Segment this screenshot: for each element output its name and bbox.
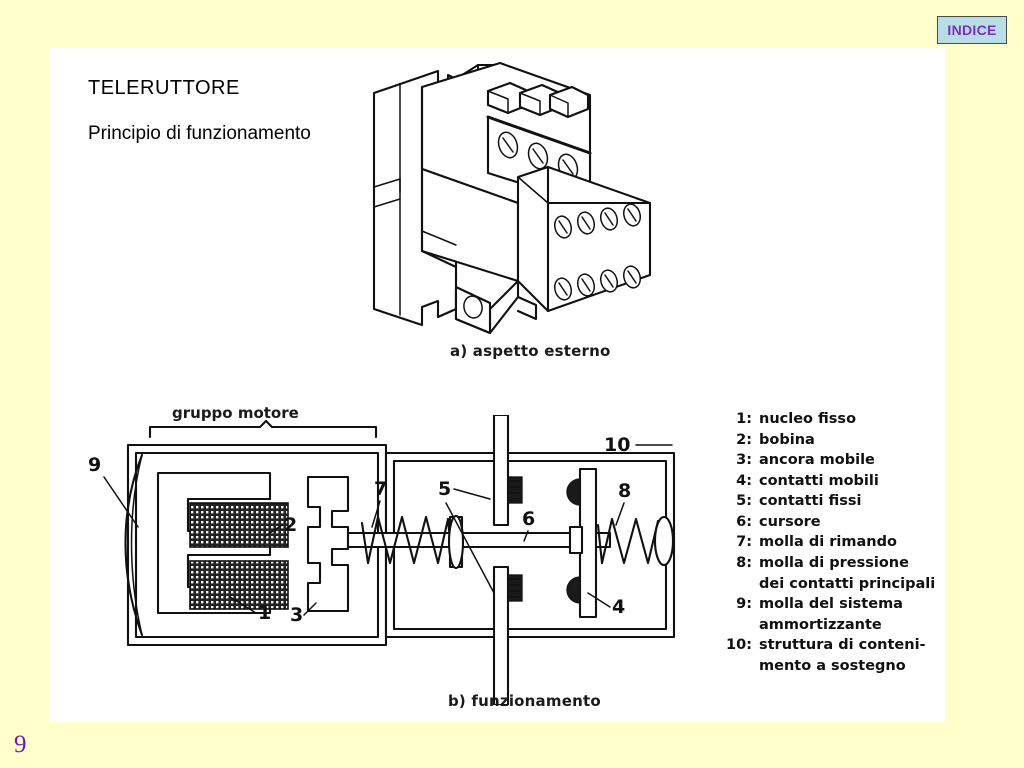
legend-item: 8: molla di pressione dei contatti princ…: [722, 553, 937, 594]
svg-text:10: 10: [604, 434, 630, 456]
page-number: 9: [14, 731, 27, 758]
page-subtitle: Principio di funzionamento: [88, 123, 311, 144]
svg-text:8: 8: [618, 480, 631, 502]
callout-1: 1: [229, 596, 271, 624]
legend-key: 1:: [736, 411, 752, 427]
svg-text:6: 6: [522, 508, 535, 530]
indice-button-label: INDICE: [947, 22, 997, 38]
fixed-contact-upper: [492, 415, 523, 527]
figure-b-caption: b) funzionamento: [448, 692, 601, 710]
legend-text: molla del sistema ammortizzante: [759, 596, 903, 633]
terminal-screw-group-bottom: [553, 265, 642, 301]
legend-text: struttura di conteni- mento a sostegno: [759, 637, 926, 674]
svg-text:4: 4: [612, 596, 625, 618]
legend-key: 9:: [736, 596, 752, 613]
terminal-screw-group-top: [497, 131, 579, 181]
callout-4: 4: [587, 592, 625, 618]
callout-5: 5: [438, 478, 495, 594]
legend-item: 3: ancora mobile: [722, 450, 937, 471]
callout-7: 7: [371, 478, 387, 528]
legend-item: 5: contatti fissi: [722, 491, 937, 512]
callout-9: 9: [88, 454, 139, 528]
legend-item: 10: struttura di conteni- mento a sosteg…: [722, 635, 937, 676]
legend-list: 1: nucleo fisso 2: bobina 3: ancora mobi…: [722, 409, 937, 677]
legend-key: 8:: [736, 555, 752, 572]
svg-text:5: 5: [438, 478, 451, 500]
terminal-screw-group-mid: [553, 203, 642, 239]
coil-winding-upper: [189, 502, 289, 548]
moving-contact-pad-upper: [566, 478, 581, 506]
moving-contact-pad-lower: [566, 576, 581, 604]
legend-key: 5:: [736, 493, 752, 510]
moving-armature-shape: [306, 475, 350, 613]
fixed-contact-lower: [492, 565, 523, 705]
cursor-shaft: [346, 531, 612, 549]
coil-winding-lower: [189, 560, 289, 610]
gruppo-motore-label: gruppo motore: [172, 404, 299, 422]
legend-item: 4: contatti mobili: [722, 471, 937, 492]
legend-key: 7:: [736, 534, 752, 551]
legend-item: 2: bobina: [722, 430, 937, 451]
legend-item: 7: molla di rimando: [722, 532, 937, 553]
callout-2: 2: [263, 514, 297, 538]
callout-10: 10: [604, 434, 673, 456]
legend-key: 10:: [726, 637, 752, 654]
legend-text: molla di pressione dei contatti principa…: [759, 555, 936, 592]
legend-item: 1: nucleo fisso: [722, 409, 937, 430]
figure-a-caption: a) aspetto esterno: [450, 342, 611, 360]
legend-item: 9: molla del sistema ammortizzante: [722, 594, 937, 635]
legend-key: 6:: [736, 513, 752, 530]
legend-text: bobina: [759, 431, 815, 448]
legend-key: 3:: [736, 452, 752, 469]
callout-3: 3: [290, 602, 317, 626]
callout-8: 8: [615, 480, 631, 526]
gruppo-motore-bracket: [148, 419, 378, 439]
contactor-operation-diagram-figure: 9 2 1 3 7 5 6: [88, 415, 676, 705]
legend-item: 6: cursore: [722, 512, 937, 533]
indice-button[interactable]: INDICE: [937, 16, 1007, 44]
heading-block: TELERUTTORE Principio di funzionamento: [88, 77, 348, 146]
contact-pressure-spring: [596, 517, 660, 565]
legend-text: cursore: [759, 513, 821, 530]
legend-text: ancora mobile: [759, 452, 875, 469]
legend-text: contatti fissi: [759, 493, 862, 510]
legend-key: 2:: [736, 431, 752, 448]
legend-text: molla di rimando: [759, 534, 897, 551]
legend-text: nucleo fisso: [759, 411, 857, 427]
svg-text:2: 2: [284, 514, 297, 536]
page-title: TELERUTTORE: [88, 77, 240, 99]
spring-end-cap: [653, 515, 675, 567]
slide-panel: TELERUTTORE Principio di funzionamento: [50, 47, 945, 722]
callout-6: 6: [522, 508, 535, 542]
svg-text:1: 1: [258, 602, 271, 624]
svg-text:3: 3: [290, 604, 303, 626]
legend-key: 4:: [736, 472, 752, 489]
legend-text: contatti mobili: [759, 472, 879, 489]
contactor-external-view-figure: [372, 61, 652, 335]
svg-text:9: 9: [88, 454, 101, 476]
svg-text:7: 7: [374, 478, 387, 500]
